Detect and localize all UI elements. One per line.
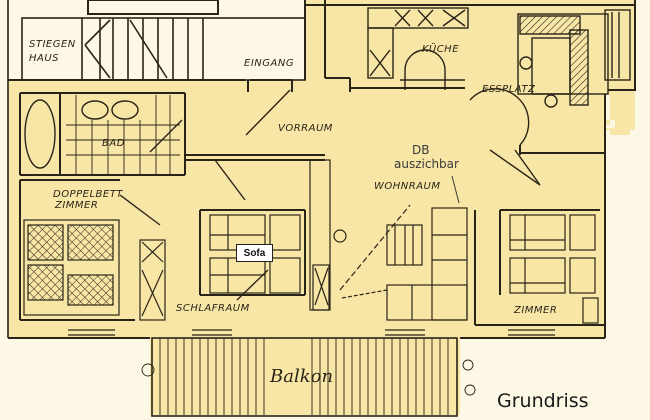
label-kueche: KÜCHE [422, 42, 459, 55]
balkon [141, 337, 476, 417]
label-wohnraum: WOHNRAUM [374, 181, 441, 192]
annotation-ausziehbar: auszichbar [394, 157, 459, 171]
label-zimmer-right: ZIMMER [513, 305, 557, 316]
annotation-db: DB [412, 143, 429, 157]
annotation-pointer [451, 175, 460, 204]
page-title: Grundriss [497, 390, 589, 412]
windows [68, 329, 555, 336]
label-schlafraum: SCHLAFRAUM [176, 303, 250, 314]
door-arcs [119, 88, 541, 301]
walls [8, 0, 636, 339]
bathroom-fixtures [24, 95, 183, 175]
wohnraum-furniture [333, 204, 468, 321]
kitchen-fixtures [367, 7, 631, 108]
label-eingang: EINGANG [244, 58, 294, 69]
label-balkon: Balkon [269, 366, 333, 387]
label-essplatz: ESSPLATZ [482, 84, 536, 95]
label-vorraum: VORRAUM [278, 123, 333, 134]
label-stiegenhaus-2: HAUS [29, 53, 59, 64]
label-bad: BAD [102, 138, 125, 149]
sofa-label: Sofa [236, 244, 273, 262]
label-doppelbett: DOPPELBETT [53, 189, 123, 200]
double-bed [23, 219, 166, 321]
label-zimmer-left: ZIMMER [54, 200, 98, 211]
label-stiegenhaus-1: STIEGEN [29, 39, 76, 50]
zimmer-right-furniture [509, 214, 599, 324]
